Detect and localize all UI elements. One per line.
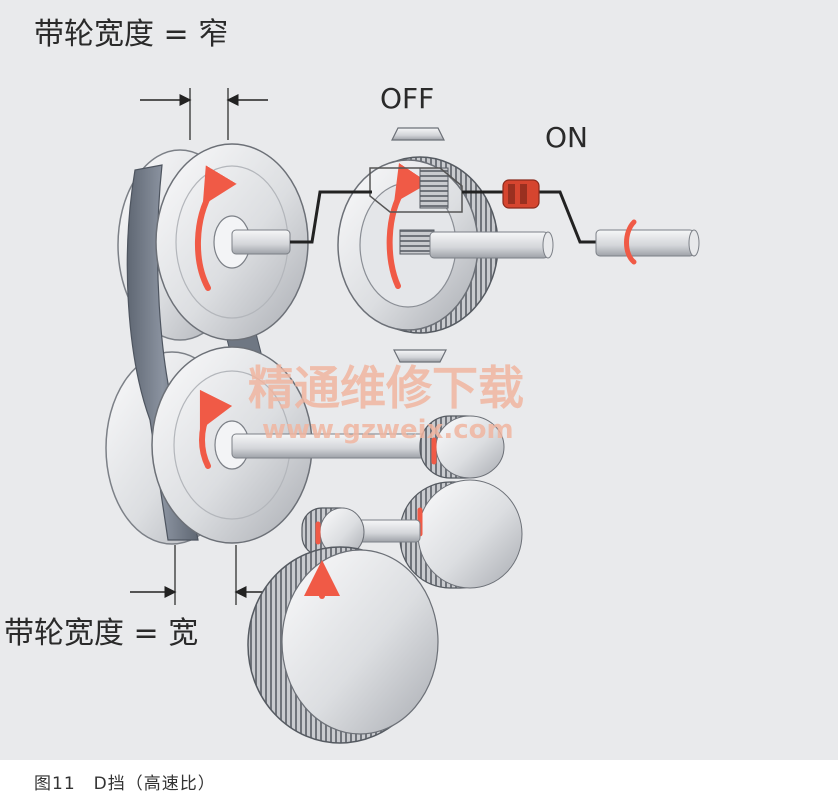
figure-caption-bar: 图11 D挡（高速比） <box>0 760 838 798</box>
forward-drum <box>337 156 499 334</box>
idler-gear-top <box>419 415 505 479</box>
top-belt-width-label: 带轮宽度 = 窄 <box>34 17 228 52</box>
pinion-gear <box>301 507 365 557</box>
drum-shaft <box>429 231 554 259</box>
watermark-cn: 精通维修下载 <box>248 361 524 415</box>
final-drive-gear <box>247 546 439 744</box>
figure-caption: 图11 D挡（高速比） <box>34 774 216 794</box>
bottom-width-dimension <box>130 545 280 605</box>
input-shaft <box>231 229 291 255</box>
forward-clutch <box>502 179 540 209</box>
brake-shoe-top <box>391 127 445 141</box>
rotation-arrow-icon <box>199 389 233 469</box>
on-label: ON <box>545 121 588 154</box>
top-width-dimension <box>140 88 268 140</box>
bottom-belt-width-label: 带轮宽度 = 宽 <box>4 616 198 651</box>
diagram-stage: 带轮宽度 = 窄 带轮宽度 = 宽 OFF ON <box>0 0 838 760</box>
off-label: OFF <box>380 82 434 115</box>
rotation-arrow-icon <box>386 163 429 289</box>
watermark-url: www.gzweix.com <box>262 415 514 445</box>
power-flow-line <box>290 190 596 244</box>
idler-gear-large <box>399 479 523 589</box>
rotation-arrow-icon <box>624 219 637 265</box>
brake-shoe-bottom <box>393 349 447 363</box>
rotation-arrow-icon <box>194 165 237 291</box>
right-shaft <box>595 219 700 265</box>
cvt-diagram: 带轮宽度 = 窄 带轮宽度 = 宽 OFF ON <box>4 17 700 744</box>
